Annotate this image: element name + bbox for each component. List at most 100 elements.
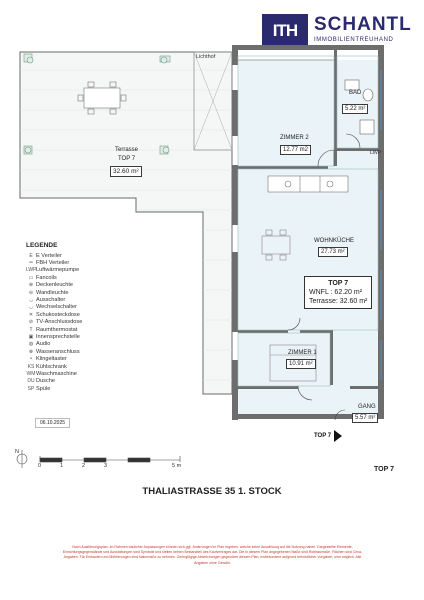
legend-item: ⊗Wasseranschluss xyxy=(26,348,146,355)
bed-zimmer-1 xyxy=(269,344,317,382)
scale-bar xyxy=(39,456,181,463)
legend-symbol: KS xyxy=(27,363,35,370)
legend-label: Wechselschalter xyxy=(36,304,77,311)
unit-label: TOP 7 xyxy=(374,466,394,473)
logo-name: SCHANTL xyxy=(314,14,412,35)
legend-item: ▭Fancoils xyxy=(26,274,146,281)
legend-label: Waschmaschine xyxy=(36,370,77,377)
zimmer2-name: ZIMMER 2 xyxy=(280,135,309,141)
legend-symbol: DU xyxy=(27,378,35,385)
legend-symbol: ⊘ xyxy=(28,319,34,326)
scale-tick-2: 2 xyxy=(82,463,86,469)
zimmer1-name: ZIMMER 1 xyxy=(288,350,317,356)
legend-item: ▣Innensprechstelle xyxy=(26,333,146,340)
apartment-floor xyxy=(238,60,380,416)
legend-symbol: ◡ xyxy=(28,297,34,304)
entrance-label: TOP 7 xyxy=(314,433,332,439)
bad-area-box: 5.22 m² xyxy=(342,104,369,114)
legend-item: ◡Wechselschalter xyxy=(26,304,146,311)
terrace-furniture xyxy=(23,53,171,155)
kitchen-counter xyxy=(267,175,349,193)
north-label: N xyxy=(15,449,19,455)
legend-label: Raumthermostat xyxy=(36,326,78,333)
legend-symbol: • xyxy=(30,356,32,363)
unit-summary-box: TOP 7 WNFL : 62.20 m² Terrasse: 32.60 m² xyxy=(304,276,373,309)
legend-label: Dusche xyxy=(36,378,55,385)
entrance-arrow xyxy=(334,430,342,442)
legend-label: Kühlschrank xyxy=(36,363,67,370)
terrace-area-box: 32.60 m² xyxy=(110,166,142,177)
bath-fixtures xyxy=(344,79,375,135)
lichthof-label: Lichthof xyxy=(196,54,216,60)
scale-tick-3: 3 xyxy=(104,463,108,469)
legend-label: Wandleuchte xyxy=(36,289,69,296)
legend-label: Fancoils xyxy=(36,274,57,281)
gang-area-box: 5.57 m² xyxy=(352,413,379,423)
legend-item: ⊖Wandleuchte xyxy=(26,289,146,296)
legend-label: Luftwärmepumpe xyxy=(36,267,80,274)
legend-label: Spüle xyxy=(36,385,51,392)
legend-label: Wasseranschluss xyxy=(36,348,80,355)
legend-item: ◍Audio xyxy=(26,341,146,348)
scale-tick-4: 5 m xyxy=(172,463,182,469)
legend-label: Ausschalter xyxy=(36,297,66,304)
zimmer1-area-box: 10.91 m² xyxy=(286,359,316,369)
legend-symbol: ⊗ xyxy=(28,348,34,355)
legend-symbol: ◍ xyxy=(28,341,34,348)
lwp-label: LWP xyxy=(370,150,382,156)
living-table xyxy=(261,229,291,261)
legend-symbol: ⊕ xyxy=(28,282,34,289)
legend-label: FBH Verteiler xyxy=(36,260,70,267)
legend-label: E Verteiler xyxy=(36,252,62,259)
legend-label: Audio xyxy=(36,341,51,348)
terrace-unit: TOP 7 xyxy=(118,156,136,162)
terrace-name: Terrasse xyxy=(115,147,139,153)
zimmer2-area-box: 12.77 m2 xyxy=(280,145,312,155)
legend-symbol: ▣ xyxy=(28,333,34,340)
logo-tagline: IMMOBILIENTREUHAND xyxy=(314,37,394,43)
legend-symbol: ▭ xyxy=(28,274,34,281)
gang-name: GANG xyxy=(358,404,376,410)
scale-tick-1: 1 xyxy=(60,463,64,469)
bad-name: BAD xyxy=(349,90,362,96)
terrace-table xyxy=(77,81,127,115)
wnfl-value: 62.20 m² xyxy=(334,289,363,296)
plan-date: 06.10.2025 xyxy=(35,418,71,428)
legend-label: Schukosteckdose xyxy=(36,311,80,318)
legend-symbol: ⊖ xyxy=(28,289,34,296)
legend-symbol: ✕ xyxy=(28,311,34,318)
legend-title: LEGENDE xyxy=(26,242,58,249)
wohnkueche-area-box: 27.73 m² xyxy=(318,247,348,257)
legend-item: •Klingeltaster xyxy=(26,355,146,362)
legend-symbol: ═ xyxy=(29,260,33,267)
legend-symbol: WM xyxy=(26,370,36,377)
legend-label: TV-Anschlussdose xyxy=(36,319,83,326)
scale-tick-0: 0 xyxy=(38,463,42,469)
address-title: THALIASTRASSE 35 1. STOCK xyxy=(142,486,282,497)
legend-item: ═FBH Verteiler xyxy=(26,259,146,266)
terrace-summary-label: Terrasse: xyxy=(309,298,338,305)
wohnkueche-name: WOHNKÜCHE xyxy=(314,238,354,244)
unit-summary-wnfl: WNFL : 62.20 m² xyxy=(309,288,367,297)
unit-summary-title: TOP 7 xyxy=(328,280,349,287)
north-arrow xyxy=(16,450,28,468)
doors xyxy=(287,133,361,421)
terrace-summary-value: 32.60 m² xyxy=(339,298,368,305)
legend-label: Innensprechstelle xyxy=(36,333,80,340)
logo-mark: ITH xyxy=(262,14,308,48)
wnfl-label: WNFL : xyxy=(309,289,333,296)
legend-symbol: LWP xyxy=(26,267,37,274)
legend-symbol: ◡ xyxy=(28,304,34,311)
inner-lines xyxy=(237,55,379,387)
legend-label: Deckenleuchte xyxy=(36,282,74,289)
legend-item: ◡Ausschalter xyxy=(26,296,146,303)
logo-mark-text: ITH xyxy=(272,21,298,40)
